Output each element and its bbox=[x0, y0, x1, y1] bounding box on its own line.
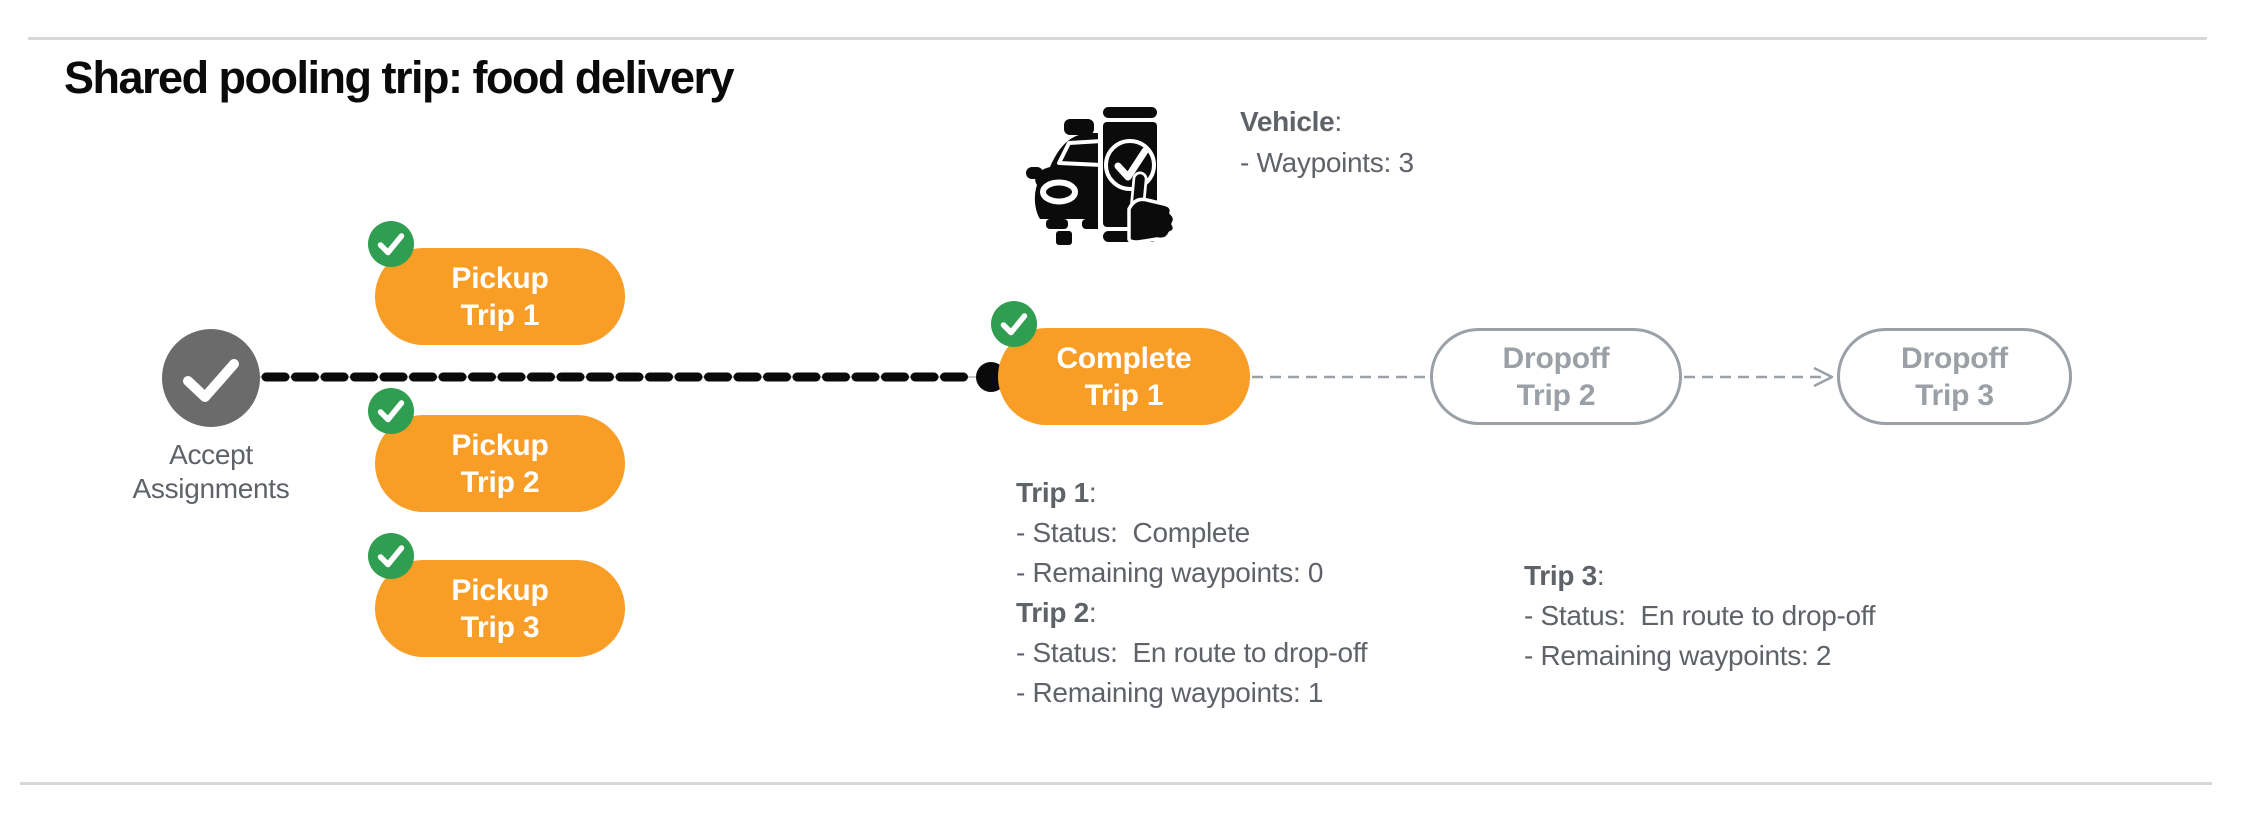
bottom-divider bbox=[20, 782, 2212, 785]
accept-assignments-node bbox=[162, 329, 260, 427]
vehicle-waypoints: - Waypoints: 3 bbox=[1240, 147, 1414, 178]
check-badge-icon bbox=[368, 533, 414, 579]
trip-2-waypoints: - Remaining waypoints: 1 bbox=[1016, 677, 1324, 708]
check-badge-icon bbox=[368, 221, 414, 267]
dropoff-trip-3-pill: Dropoff Trip 3 bbox=[1837, 328, 2072, 425]
car-phone-check-icon bbox=[1026, 93, 1177, 248]
trip-2-title: Trip 2: bbox=[1016, 597, 1097, 628]
dropoff-trip-2-pill: Dropoff Trip 2 bbox=[1430, 328, 1682, 425]
vehicle-label: Vehicle: bbox=[1240, 106, 1342, 137]
pill-label: Dropoff Trip 2 bbox=[1502, 341, 1610, 412]
pickup-trip-3-pill: Pickup Trip 3 bbox=[368, 533, 625, 657]
vehicle-info: Vehicle: - Waypoints: 3 bbox=[1240, 101, 1414, 183]
check-badge-icon bbox=[368, 388, 414, 434]
accept-assignments-label: Accept Assignments bbox=[132, 439, 290, 504]
trip-3-waypoints: - Remaining waypoints: 2 bbox=[1524, 640, 1832, 671]
pill-label: Pickup Trip 1 bbox=[451, 261, 549, 332]
check-badge-icon bbox=[991, 301, 1037, 347]
gray-check-icon bbox=[162, 329, 260, 427]
trip-2-status: - Status: En route to drop-off bbox=[1016, 637, 1368, 668]
pill-label: Dropoff Trip 3 bbox=[1901, 341, 2008, 412]
arrowhead-icon bbox=[1813, 366, 1834, 388]
trip-status-block-2: Trip 3: - Status: En route to drop-off -… bbox=[1524, 556, 1876, 676]
trip-1-status: - Status: Complete bbox=[1016, 517, 1250, 548]
trip-3-title: Trip 3: bbox=[1524, 560, 1605, 591]
page-title: Shared pooling trip: food delivery bbox=[64, 52, 735, 103]
pill-label: Pickup Trip 3 bbox=[451, 573, 549, 644]
pickup-trip-1-pill: Pickup Trip 1 bbox=[368, 221, 625, 345]
trip-1-waypoints: - Remaining waypoints: 0 bbox=[1016, 557, 1324, 588]
complete-trip-1-pill: Complete Trip 1 bbox=[991, 301, 1250, 425]
pill-label: Complete Trip 1 bbox=[1056, 341, 1192, 412]
trip-3-status: - Status: En route to drop-off bbox=[1524, 600, 1876, 631]
pickup-trip-2-pill: Pickup Trip 2 bbox=[368, 388, 625, 512]
trip-1-title: Trip 1: bbox=[1016, 477, 1097, 508]
pill-label: Pickup Trip 2 bbox=[451, 428, 549, 499]
trip-status-block-1: Trip 1: - Status: Complete - Remaining w… bbox=[1016, 473, 1368, 713]
top-divider bbox=[28, 37, 2207, 40]
